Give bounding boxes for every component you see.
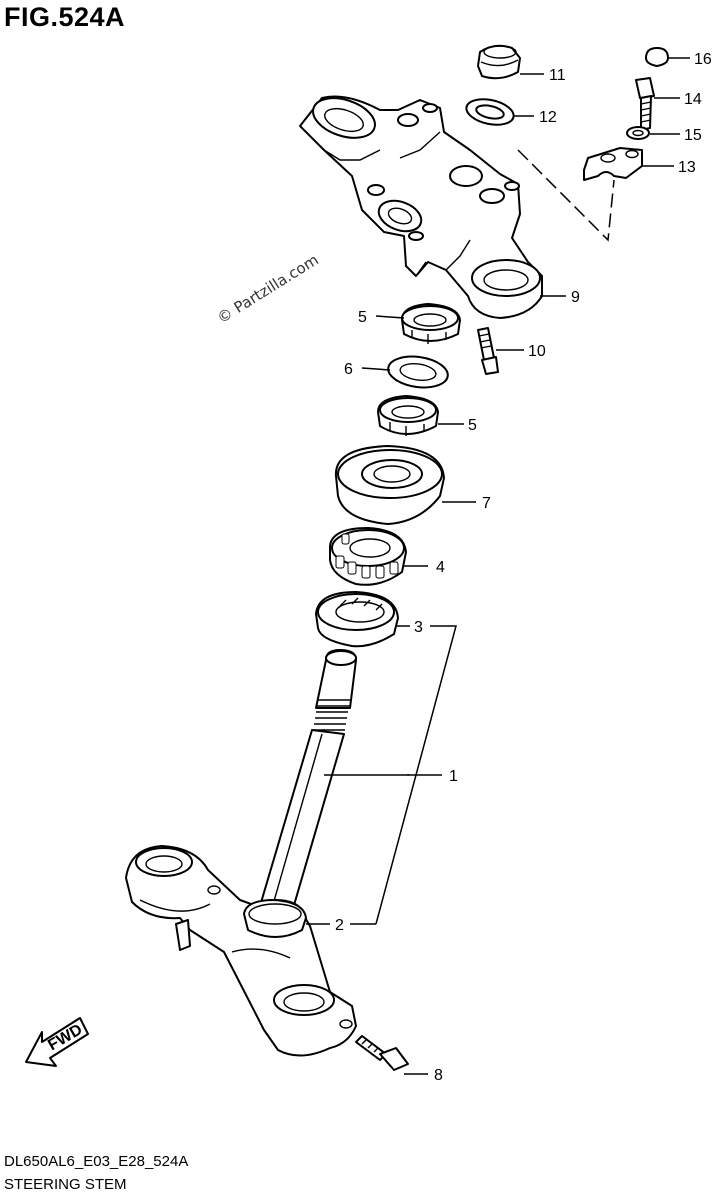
part-5-lock-nut-upper[interactable] — [401, 303, 461, 344]
callout-labels: 1 2 3 4 5 5 6 7 8 9 10 11 12 13 14 15 16 — [335, 51, 712, 1084]
part-14-bolt[interactable] — [635, 77, 655, 131]
callout-14[interactable]: 14 — [684, 91, 702, 108]
callout-7[interactable]: 7 — [482, 495, 491, 512]
part-4-upper-bearing[interactable] — [329, 527, 407, 586]
part-9-upper-bracket[interactable] — [299, 91, 543, 319]
model-code: DL650AL6_E03_E28_524A — [4, 1153, 189, 1170]
part-16-cap[interactable] — [645, 47, 669, 67]
fwd-arrow: FWD — [25, 1017, 89, 1067]
callout-10[interactable]: 10 — [528, 343, 546, 360]
part-2-lower-seal[interactable] — [243, 899, 307, 938]
callout-12[interactable]: 12 — [539, 109, 557, 126]
callout-5-upper[interactable]: 5 — [358, 309, 367, 326]
callout-11[interactable]: 11 — [549, 67, 566, 84]
part-8-bolt[interactable] — [355, 1035, 409, 1071]
part-1-steering-stem[interactable] — [125, 649, 357, 1057]
callout-3[interactable]: 3 — [414, 619, 423, 636]
part-12-washer[interactable] — [464, 95, 516, 128]
callout-13[interactable]: 13 — [678, 159, 696, 176]
diagram-name: STEERING STEM — [4, 1176, 127, 1193]
part-10-bolt[interactable] — [477, 327, 499, 375]
figure-title: FIG.524A — [4, 2, 126, 32]
leader-lines — [306, 57, 690, 1075]
part-15-lock-washer[interactable] — [626, 126, 650, 140]
callout-15[interactable]: 15 — [684, 127, 702, 144]
part-5-lock-nut-lower[interactable] — [377, 395, 439, 436]
callout-6[interactable]: 6 — [344, 361, 353, 378]
part-11-cap-nut[interactable] — [477, 44, 521, 80]
callout-8[interactable]: 8 — [434, 1067, 443, 1084]
callout-1[interactable]: 1 — [449, 768, 458, 785]
part-6-washer[interactable] — [386, 353, 450, 391]
callout-9[interactable]: 9 — [571, 289, 580, 306]
callout-2[interactable]: 2 — [335, 917, 344, 934]
callout-4[interactable]: 4 — [436, 559, 445, 576]
callout-5-lower[interactable]: 5 — [468, 417, 477, 434]
part-3-bearing-race[interactable] — [315, 591, 399, 648]
callout-16[interactable]: 16 — [694, 51, 712, 68]
part-7-dust-seal[interactable] — [334, 445, 445, 525]
part-13-handlebar-holder[interactable] — [583, 147, 643, 181]
